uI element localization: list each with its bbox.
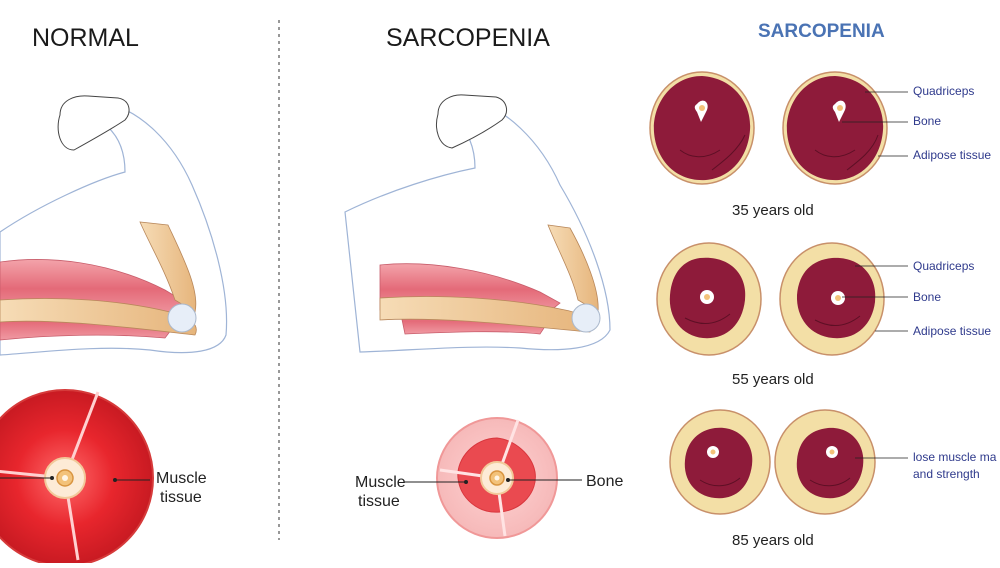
- normal-muscle-label-line1: Muscle: [156, 470, 207, 487]
- title-sarcopenia-left: SARCOPENIA: [386, 24, 550, 52]
- age-label-55: 55 years old: [732, 371, 814, 388]
- age-label-85: 85 years old: [732, 532, 814, 549]
- label-35-bone: Bone: [913, 114, 941, 128]
- sarcopenia-arm-illustration: [344, 94, 611, 353]
- label-55-quadriceps: Quadriceps: [913, 259, 974, 273]
- sarcopenia-muscle-label-line1: Muscle: [355, 474, 406, 491]
- sarcopenia-bone-label: Bone: [586, 473, 623, 490]
- age-label-35: 35 years old: [732, 202, 814, 219]
- label-85-line1: lose muscle ma: [913, 450, 997, 464]
- sarcopenia-muscle-label-line2: tissue: [358, 493, 400, 510]
- cross-section-55: [656, 242, 908, 356]
- normal-muscle-cross-section: [0, 389, 154, 567]
- cross-section-35: [649, 71, 908, 185]
- label-55-bone: Bone: [913, 290, 941, 304]
- title-sarcopenia-right: SARCOPENIA: [758, 21, 885, 42]
- normal-muscle-label-line2: tissue: [160, 489, 202, 506]
- label-35-quadriceps: Quadriceps: [913, 84, 974, 98]
- label-55-adipose: Adipose tissue: [913, 324, 991, 338]
- label-85-line2: and strength: [913, 467, 980, 481]
- normal-arm-illustration: [0, 95, 228, 356]
- title-normal: NORMAL: [32, 24, 139, 52]
- label-35-adipose: Adipose tissue: [913, 148, 991, 162]
- cross-section-85: [669, 409, 908, 515]
- sarcopenia-muscle-cross-section: [405, 417, 582, 539]
